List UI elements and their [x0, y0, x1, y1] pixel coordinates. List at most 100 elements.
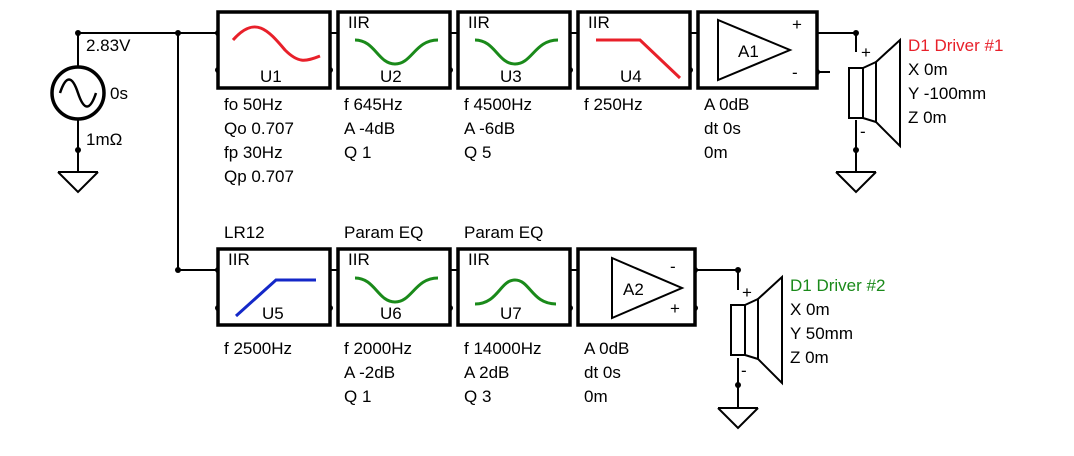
svg-text:A 0dB: A 0dB [704, 95, 749, 114]
svg-text:Q 1: Q 1 [344, 387, 371, 406]
block-id: U2 [380, 67, 402, 86]
speaker-cone-icon [757, 274, 783, 386]
svg-text:X 0m: X 0m [790, 300, 830, 319]
svg-text:f 645Hz: f 645Hz [344, 95, 403, 114]
svg-text:f 14000Hz: f 14000Hz [464, 339, 542, 358]
svg-text:A -6dB: A -6dB [464, 119, 515, 138]
source-voltage: 2.83V [86, 36, 131, 55]
amplifier-triangle-icon [611, 256, 685, 320]
filter-block-u6[interactable]: IIR U6 [336, 247, 452, 327]
svg-text:Z 0m: Z 0m [908, 108, 947, 127]
svg-text:f 250Hz: f 250Hz [584, 95, 643, 114]
block-header: IIR [228, 250, 250, 269]
amp-plus-sign: + [792, 15, 802, 34]
lowpass-curve-icon [596, 38, 682, 80]
sine-wave-icon [58, 78, 98, 108]
highpass-curve-icon [234, 278, 316, 318]
u3-params: f 4500Hz A -6dB Q 5 [464, 95, 532, 162]
peak-curve-icon [474, 278, 557, 306]
wire-amp2-driver2 [695, 269, 739, 290]
u2-params: f 645Hz A -4dB Q 1 [344, 95, 403, 162]
amplifier-a1[interactable]: A1 + - [696, 10, 819, 90]
speaker-magnet-icon [730, 304, 746, 356]
filter-block-u4[interactable]: IIR U4 [576, 10, 692, 90]
block-id: U4 [620, 67, 642, 86]
svg-text:Q 1: Q 1 [344, 143, 371, 162]
svg-text:fo 50Hz: fo 50Hz [224, 95, 283, 114]
amp-id: A2 [623, 280, 644, 299]
driver-plus-sign: + [861, 43, 871, 62]
amp-plus-sign: + [670, 299, 680, 318]
filter-block-u2[interactable]: IIR U2 [336, 10, 452, 90]
wire-amp1-driver1-plus [817, 32, 857, 52]
notch-curve-icon [474, 38, 559, 66]
filter-block-u7[interactable]: IIR U7 [456, 247, 572, 327]
amp-minus-sign: - [670, 257, 676, 276]
path2-labels: LR12 Param EQ Param EQ [224, 223, 543, 242]
notch-curve-icon [354, 276, 439, 304]
svg-text:Z 0m: Z 0m [790, 348, 829, 367]
svg-text:Qo 0.707: Qo 0.707 [224, 119, 294, 138]
svg-text:dt 0s: dt 0s [584, 363, 621, 382]
block-id: U1 [260, 67, 282, 86]
svg-text:0m: 0m [704, 143, 728, 162]
block-id: U6 [380, 304, 402, 323]
u4-params: f 250Hz [584, 95, 643, 114]
svg-text:0m: 0m [584, 387, 608, 406]
block-header: IIR [348, 250, 370, 269]
block-id: U3 [500, 67, 522, 86]
driver-minus-sign: - [741, 361, 747, 380]
driver-minus-sign: - [860, 122, 866, 141]
amplifier-triangle-icon [717, 18, 793, 82]
wire-branch-path2 [177, 33, 218, 271]
notch-curve-icon [354, 38, 439, 66]
svg-text:Param EQ: Param EQ [344, 223, 423, 242]
amp-id: A1 [738, 42, 759, 61]
block-id: U5 [262, 304, 284, 323]
svg-text:Param EQ: Param EQ [464, 223, 543, 242]
u5-params: f 2500Hz [224, 339, 292, 358]
driver-2-info: D1 Driver #2 X 0m Y 50mm Z 0m [790, 276, 885, 367]
amplifier-a2[interactable]: A2 - + [576, 247, 697, 327]
speaker-cone-icon [875, 37, 901, 149]
u6-params: f 2000Hz A -2dB Q 1 [344, 339, 412, 406]
response-curve-icon [231, 25, 321, 62]
a2-params: A 0dB dt 0s 0m [584, 339, 629, 406]
ground-icon [835, 171, 877, 194]
u1-params: fo 50Hz Qo 0.707 fp 30Hz Qp 0.707 [224, 95, 294, 186]
svg-text:Qp 0.707: Qp 0.707 [224, 167, 294, 186]
svg-text:LR12: LR12 [224, 223, 265, 242]
filter-block-u1[interactable]: U1 [216, 10, 332, 90]
svg-text:X 0m: X 0m [908, 60, 948, 79]
svg-text:A -4dB: A -4dB [344, 119, 395, 138]
speaker-magnet-icon [848, 67, 864, 119]
svg-text:f 2000Hz: f 2000Hz [344, 339, 412, 358]
driver-1-title: D1 Driver #1 [908, 36, 1003, 55]
svg-text:A -2dB: A -2dB [344, 363, 395, 382]
filter-block-u5[interactable]: IIR U5 [216, 247, 332, 327]
speaker-driver-1[interactable]: + - [848, 37, 901, 149]
svg-text:fp 30Hz: fp 30Hz [224, 143, 283, 162]
svg-text:Q 3: Q 3 [464, 387, 491, 406]
filter-block-u3[interactable]: IIR U3 [456, 10, 572, 90]
svg-text:f 2500Hz: f 2500Hz [224, 339, 292, 358]
driver-plus-sign: + [742, 283, 752, 302]
ground-icon [717, 407, 759, 430]
svg-text:f 4500Hz: f 4500Hz [464, 95, 532, 114]
svg-text:dt 0s: dt 0s [704, 119, 741, 138]
block-frame [216, 10, 332, 90]
block-header: IIR [348, 13, 370, 32]
block-id: U7 [500, 304, 522, 323]
speaker-driver-2[interactable]: + - [730, 274, 783, 386]
svg-text:A 2dB: A 2dB [464, 363, 509, 382]
u7-params: f 14000Hz A 2dB Q 3 [464, 339, 542, 406]
svg-text:Y -100mm: Y -100mm [908, 84, 986, 103]
source-delay: 0s [110, 84, 128, 103]
a1-params: A 0dB dt 0s 0m [704, 95, 749, 162]
source-impedance: 1mΩ [86, 130, 122, 149]
voltage-source[interactable]: 2.83V 0s 1mΩ [50, 36, 131, 149]
svg-text:Q 5: Q 5 [464, 143, 491, 162]
driver-1-info: D1 Driver #1 X 0m Y -100mm Z 0m [908, 36, 1003, 127]
driver-2-title: D1 Driver #2 [790, 276, 885, 295]
